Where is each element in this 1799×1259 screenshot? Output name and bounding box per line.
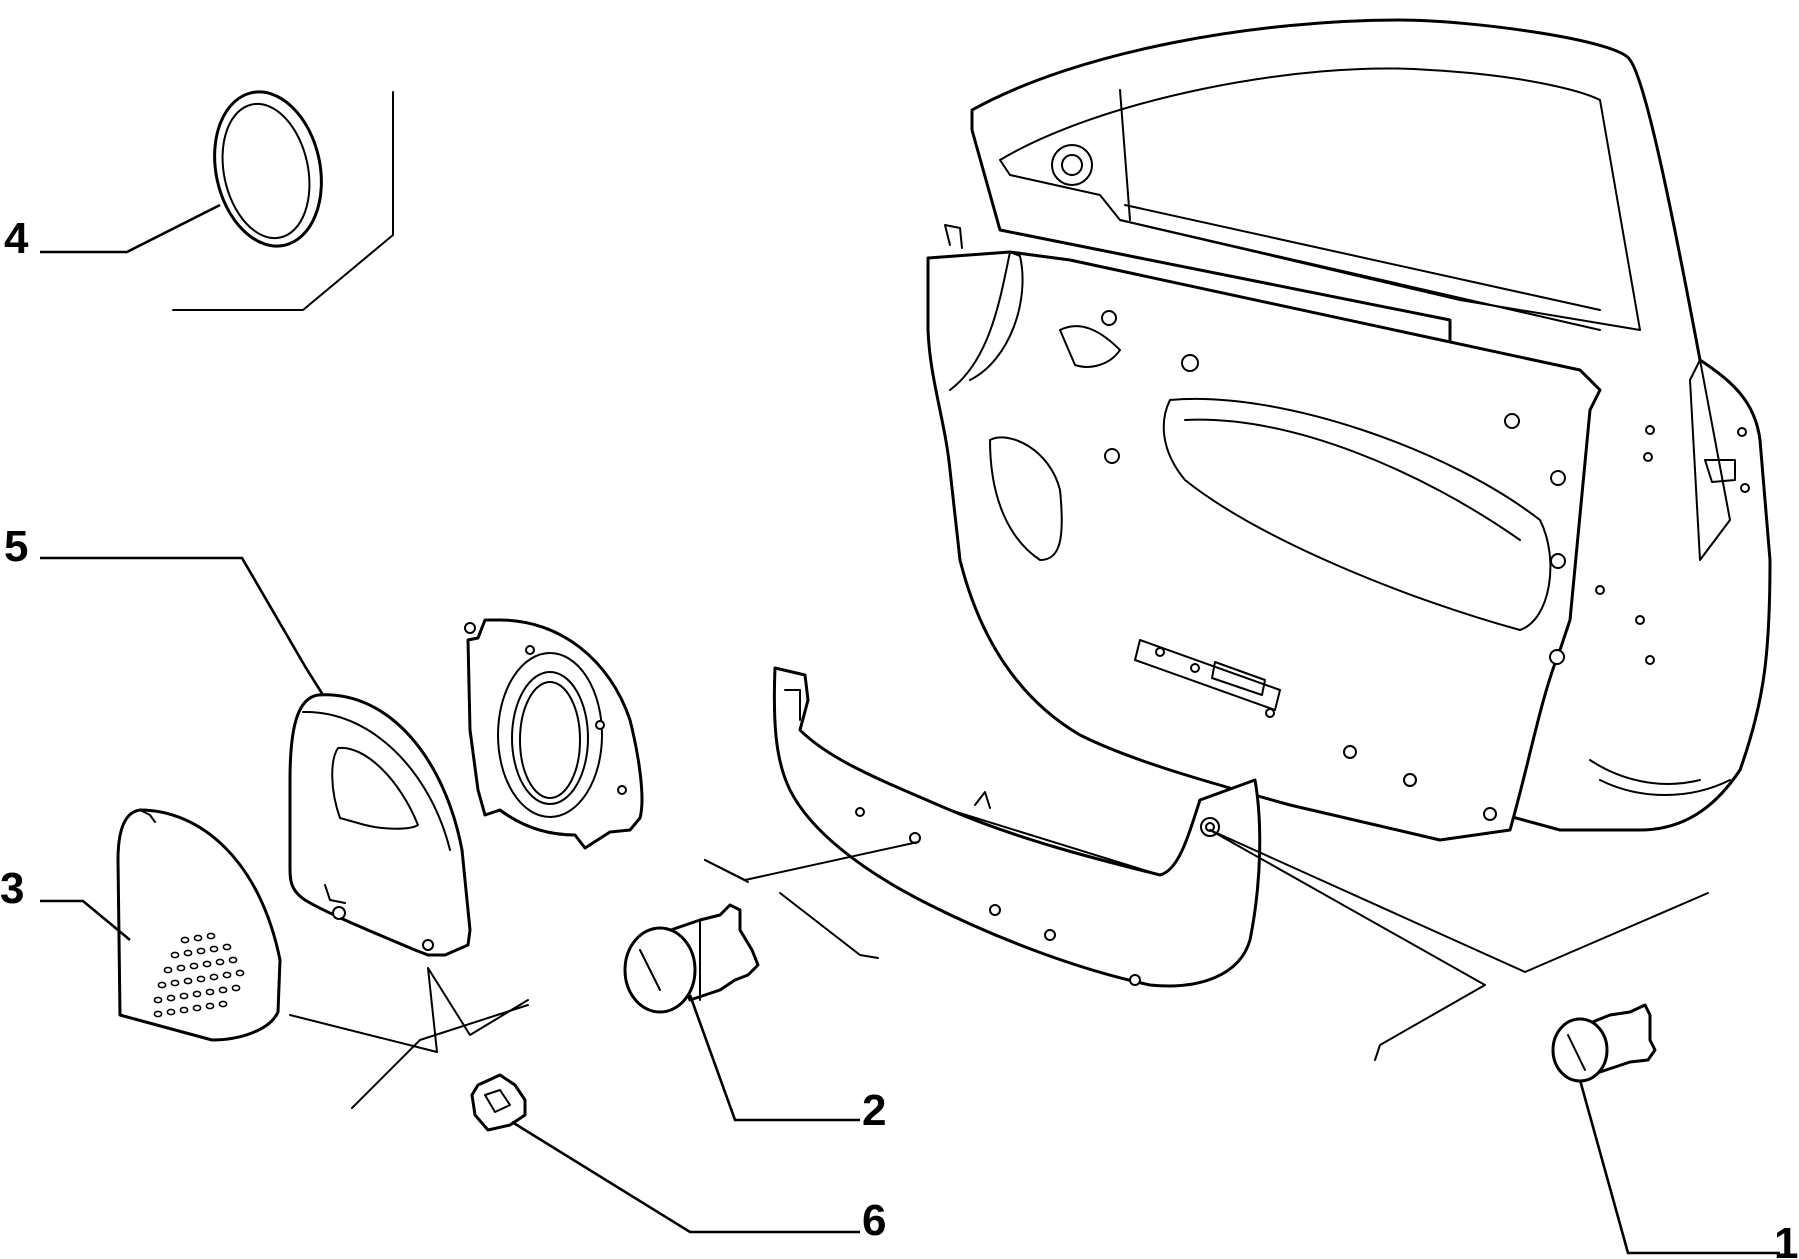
grille-hole [179, 992, 189, 1000]
part-5-speaker-bezel [288, 693, 472, 957]
grille-hole [235, 969, 245, 977]
grille-hole [222, 971, 232, 979]
grille-hole [209, 945, 219, 953]
grille-hole [153, 996, 163, 1004]
grille-hole [180, 936, 190, 944]
grille-hole [166, 1008, 176, 1016]
part-3-speaker-grille [116, 808, 282, 1042]
grille-hole [222, 943, 232, 951]
grille-holes [153, 932, 245, 1018]
grille-hole [205, 1002, 215, 1010]
grille-hole [192, 990, 202, 998]
grille-hole [183, 977, 193, 985]
assembly-lines [172, 91, 1709, 1109]
grille-hole [166, 994, 176, 1002]
grille-hole [170, 951, 180, 959]
part-4-round-plug [213, 90, 323, 248]
grille-hole [153, 1010, 163, 1018]
part-6-retaining-clip [470, 1073, 527, 1132]
grille-hole [206, 932, 216, 940]
door-frame [970, 18, 1772, 832]
grille-hole [179, 1006, 189, 1014]
grille-hole [189, 962, 199, 970]
grille-hole [228, 956, 238, 964]
callout-1-label: 1 [1774, 1219, 1798, 1259]
grille-hole [196, 975, 206, 983]
grille-hole [218, 1000, 228, 1008]
part-1-clip [1551, 1003, 1657, 1083]
part-2-clip [623, 903, 760, 1014]
callout-4-label: 4 [4, 214, 29, 263]
grille-hole [163, 966, 173, 974]
grille-hole [193, 934, 203, 942]
grille-hole [209, 973, 219, 981]
grille-hole [192, 1004, 202, 1012]
grille-hole [157, 981, 167, 989]
grille-hole [215, 958, 225, 966]
callout-3-label: 3 [0, 864, 24, 913]
speaker-housing [464, 618, 644, 850]
grille-hole [218, 986, 228, 994]
grille-hole [202, 960, 212, 968]
callout-labels: 4 5 3 2 6 1 [0, 214, 1798, 1259]
grille-hole [170, 979, 180, 987]
grille-hole [176, 964, 186, 972]
callout-2-label: 2 [862, 1086, 886, 1135]
grille-hole [231, 984, 241, 992]
callout-5-label: 5 [4, 522, 28, 571]
grille-hole [196, 947, 206, 955]
callout-6-label: 6 [862, 1196, 886, 1245]
grille-hole [205, 988, 215, 996]
grille-hole [183, 949, 193, 957]
callout-leaders [40, 203, 1780, 1255]
